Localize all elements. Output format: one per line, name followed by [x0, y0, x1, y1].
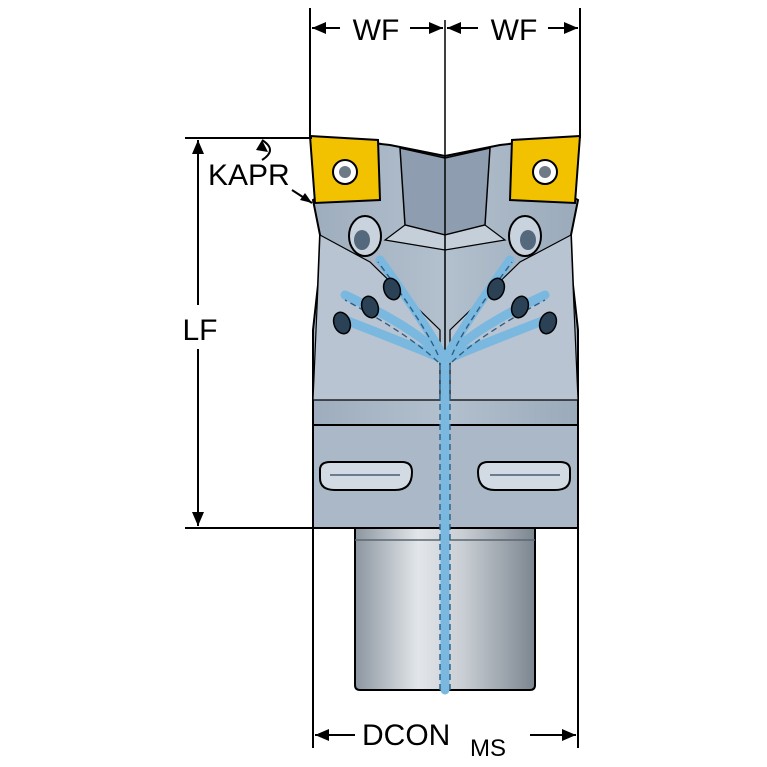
dimension-dcon: DCON MS — [312, 528, 579, 762]
clamp-screw-right — [508, 215, 542, 257]
dcon-subscript: MS — [470, 735, 506, 762]
insert-right — [508, 134, 582, 205]
dimension-lf: LF — [180, 140, 355, 529]
dimension-wf: WF WF — [309, 8, 581, 138]
kapr-label: KAPR — [208, 159, 290, 192]
dimension-kapr: KAPR — [185, 137, 313, 204]
coolant-screws — [332, 277, 558, 335]
lf-label: LF — [182, 314, 217, 347]
insert-left — [308, 134, 382, 205]
coolant-channels — [340, 255, 550, 695]
wf-right-label: WF — [491, 14, 538, 47]
dcon-label: DCON — [362, 719, 450, 752]
clamp-screw-left — [348, 215, 382, 257]
wf-left-label: WF — [353, 14, 400, 47]
